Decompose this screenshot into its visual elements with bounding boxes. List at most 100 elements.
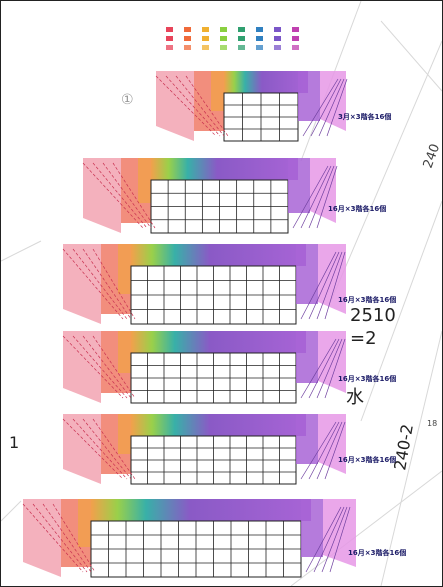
top-right-code-label: 240 bbox=[421, 142, 442, 170]
legend-swatch bbox=[202, 36, 209, 41]
right-purple-panel bbox=[296, 244, 318, 304]
hatch-line bbox=[292, 165, 329, 229]
color-legend bbox=[166, 27, 299, 50]
hatch-line bbox=[316, 338, 343, 399]
legend-swatch bbox=[220, 36, 227, 41]
hatch-line bbox=[308, 338, 340, 399]
roof-band bbox=[151, 158, 298, 180]
floor-note: 16月×3階各16個 bbox=[338, 295, 396, 304]
legend-item bbox=[292, 27, 299, 50]
hatch-line bbox=[308, 165, 335, 229]
floor-block: 3月×3階各16個 bbox=[155, 71, 391, 142]
right-purple-panel bbox=[298, 71, 320, 121]
guide-line bbox=[380, 20, 442, 92]
hatch-line bbox=[324, 338, 346, 399]
hatch-line bbox=[326, 78, 348, 137]
legend-swatch bbox=[292, 36, 299, 41]
hatch-line bbox=[185, 75, 229, 137]
hatch-line bbox=[324, 251, 346, 320]
hatch-line bbox=[92, 248, 136, 320]
left-pink-panel bbox=[63, 244, 101, 324]
legend-swatch bbox=[166, 45, 173, 50]
guide-line bbox=[1, 240, 42, 262]
right-magenta-panel bbox=[323, 499, 356, 567]
left-pink-panel bbox=[156, 71, 194, 141]
left-pink-panel bbox=[23, 499, 61, 577]
right-magenta-panel bbox=[320, 71, 346, 131]
hatch-line bbox=[72, 418, 128, 480]
legend-item bbox=[202, 27, 209, 50]
hatch-line bbox=[32, 503, 88, 573]
hatch-line bbox=[310, 78, 342, 137]
roof-band bbox=[131, 244, 306, 266]
hatch-line bbox=[302, 78, 339, 137]
hatch-line bbox=[316, 165, 338, 229]
hatch-line bbox=[316, 421, 343, 480]
legend-swatch bbox=[238, 45, 245, 50]
hatch-line bbox=[82, 335, 132, 399]
hatch-line bbox=[82, 248, 132, 320]
legend-swatch bbox=[166, 36, 173, 41]
right-purple-panel bbox=[296, 331, 318, 383]
legend-item bbox=[184, 27, 191, 50]
legend-swatch bbox=[256, 27, 263, 32]
hatch-line bbox=[313, 506, 345, 573]
hatch-line bbox=[300, 338, 337, 399]
hatch-line bbox=[300, 251, 337, 320]
guide-line bbox=[330, 40, 442, 302]
right-purple-panel bbox=[288, 158, 310, 213]
circle-marker: ① bbox=[121, 92, 134, 108]
hatch-line bbox=[62, 335, 124, 399]
hatch-line bbox=[318, 78, 345, 137]
legend-item bbox=[238, 27, 245, 50]
hatch-line bbox=[102, 162, 152, 229]
hatch-line bbox=[92, 418, 136, 480]
floor-note: 16月×3階各16個 bbox=[348, 548, 406, 557]
legend-swatch bbox=[292, 27, 299, 32]
legend-item bbox=[220, 27, 227, 50]
legend-swatch bbox=[220, 27, 227, 32]
hatch-line bbox=[82, 418, 132, 480]
hatch-line bbox=[42, 503, 92, 573]
side-sub-label: =2 bbox=[350, 328, 377, 349]
hatch-line bbox=[165, 75, 221, 137]
guide-line bbox=[360, 200, 442, 422]
left-mark-label: 1 bbox=[9, 433, 19, 452]
floor-block: 16月×3階各16個 bbox=[22, 499, 406, 578]
hatch-line bbox=[324, 421, 346, 480]
floor-block: 16月×3階各16個 bbox=[82, 158, 386, 234]
legend-swatch bbox=[220, 45, 227, 50]
left-pink-panel bbox=[63, 414, 101, 484]
hatch-line bbox=[155, 75, 217, 137]
floor-note: 16月×3階各16個 bbox=[338, 455, 396, 464]
hatch-line bbox=[308, 421, 340, 480]
guide-line bbox=[1, 500, 22, 522]
right-magenta-panel bbox=[310, 158, 336, 223]
legend-swatch bbox=[238, 36, 245, 41]
side-value-label: 2510 bbox=[350, 305, 396, 326]
hatch-line bbox=[316, 251, 343, 320]
legend-swatch bbox=[256, 45, 263, 50]
legend-swatch bbox=[274, 27, 281, 32]
roof-band bbox=[131, 414, 306, 436]
hatch-line bbox=[308, 251, 340, 320]
legend-item bbox=[274, 27, 281, 50]
hatch-line bbox=[62, 418, 124, 480]
floor-note: 3月×3階各16個 bbox=[338, 112, 391, 121]
legend-swatch bbox=[184, 27, 191, 32]
right-purple-panel bbox=[301, 499, 323, 557]
hatch-line bbox=[321, 506, 348, 573]
rotated-code-label: 240-2 bbox=[390, 423, 417, 472]
floor-note: 16月×3階各16個 bbox=[338, 374, 396, 383]
hatch-line bbox=[52, 503, 96, 573]
water-label: 水 bbox=[346, 387, 364, 408]
right-purple-panel bbox=[296, 414, 318, 464]
legend-swatch bbox=[238, 27, 245, 32]
guide-line bbox=[380, 330, 442, 586]
hatch-line bbox=[112, 162, 156, 229]
legend-swatch bbox=[274, 36, 281, 41]
hatch-line bbox=[92, 162, 148, 229]
floor-block: 16月×3階各16個 bbox=[62, 244, 396, 325]
hatch-line bbox=[22, 503, 84, 573]
